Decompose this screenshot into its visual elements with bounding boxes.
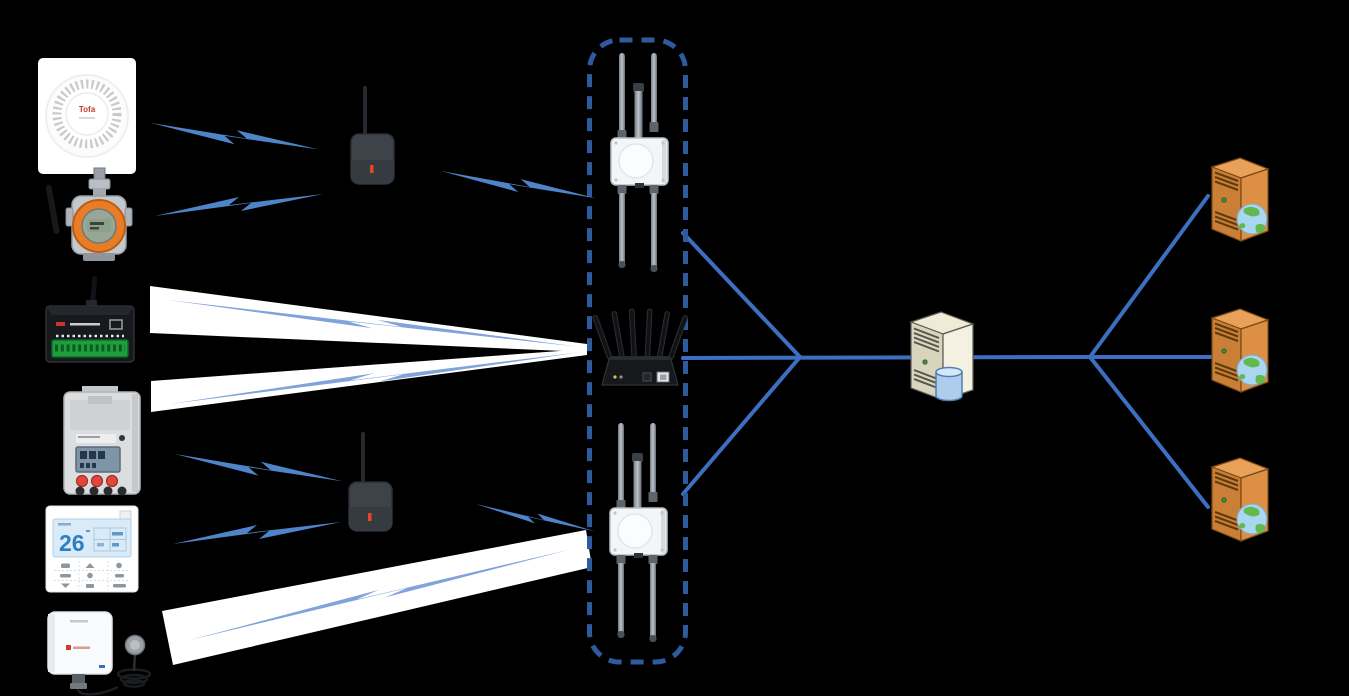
radio-beam-meter-to-router xyxy=(151,349,587,412)
energy-meter xyxy=(63,386,141,496)
lcd-display xyxy=(75,446,121,473)
radio-beam-rtu-to-router xyxy=(150,286,587,352)
link-ap-bottom-to-hub xyxy=(681,355,802,496)
probe-cable xyxy=(76,685,119,696)
port xyxy=(642,372,652,382)
link-server-to-app1 xyxy=(1088,194,1210,359)
bolt-repeater-to-ap-top-icon xyxy=(440,171,598,199)
meter-button xyxy=(90,474,104,488)
antenna-icon xyxy=(361,432,365,484)
meter-button xyxy=(105,474,119,488)
brand-mark xyxy=(56,322,65,326)
bolt-meter-to-repeater-icon xyxy=(174,454,343,482)
link-ap-top-to-hub xyxy=(681,231,802,359)
bolt-repeater-to-ap-bottom-icon xyxy=(474,504,597,532)
smoke-detector: Tofa xyxy=(38,58,136,174)
bolt-pressure-to-repeater-icon xyxy=(155,194,323,216)
lcd-display xyxy=(87,219,111,232)
brand-mark xyxy=(66,645,71,650)
bolt-thermostat-to-repeater-icon xyxy=(173,522,341,544)
antenna-icon xyxy=(363,86,367,138)
meter-button xyxy=(75,474,89,488)
ambient-sensor xyxy=(47,611,152,696)
rtu-module xyxy=(45,276,135,363)
database-server xyxy=(909,311,975,402)
app-server-2 xyxy=(1211,308,1269,393)
repeater-upper xyxy=(350,86,395,185)
thermostat-buttons xyxy=(60,562,126,588)
bolt-smoke-to-repeater-icon xyxy=(150,123,319,150)
led-indicator xyxy=(370,165,374,173)
led-indicator xyxy=(368,513,372,521)
smoke-detector-brand: Tofa xyxy=(79,105,96,114)
gateway-zone-border xyxy=(587,37,688,665)
antenna-icon xyxy=(90,276,98,305)
outdoor-ap-top xyxy=(610,52,669,273)
app-server-3 xyxy=(1211,457,1269,542)
database-cylinder-icon xyxy=(935,366,963,402)
link-router-to-server-trunk xyxy=(681,355,1092,360)
radio-beam-sensor-to-ap xyxy=(162,530,592,665)
cable-coil xyxy=(116,668,152,688)
wireless-router xyxy=(592,308,689,386)
app-server-1 xyxy=(1211,157,1269,242)
link-server-to-app3 xyxy=(1088,355,1210,509)
wired-links xyxy=(681,194,1213,509)
router-antennas xyxy=(592,308,689,360)
thermostat: 26 xyxy=(45,505,139,593)
antenna-icon xyxy=(45,184,60,235)
pressure-transmitter xyxy=(45,167,133,261)
thermostat-temperature: 26 xyxy=(59,530,85,556)
outdoor-ap-bottom xyxy=(609,422,668,643)
repeater-lower xyxy=(348,432,393,532)
